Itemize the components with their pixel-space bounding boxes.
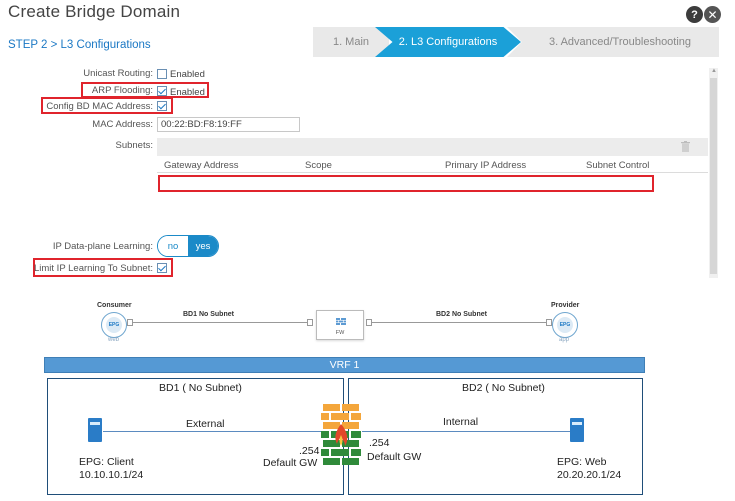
limit-ip-learning-label: Limit IP Learning To Subnet:	[33, 263, 153, 274]
fw-right-port	[366, 319, 372, 326]
toggle-option-no[interactable]: no	[158, 236, 188, 256]
bd1-title: BD1 ( No Subnet)	[159, 382, 242, 394]
limit-ip-learning-highlight	[33, 258, 173, 277]
subnets-header-divider	[157, 172, 708, 173]
firewall-icon	[321, 404, 361, 465]
internal-link	[362, 431, 570, 432]
wizard-step-l3-configurations[interactable]: 2. L3 Configurations	[375, 27, 521, 57]
fw-device-label: FW	[335, 330, 345, 336]
bd1-wire-label: BD1 No Subnet	[183, 311, 234, 318]
bd2-gw-label: Default GW	[367, 451, 422, 463]
wizard-step-advanced[interactable]: 3. Advanced/Troubleshooting	[507, 27, 719, 57]
wizard-step-advanced-label: 3. Advanced/Troubleshooting	[548, 36, 692, 48]
firewall-icon	[336, 318, 346, 325]
provider-epg-name: app	[559, 337, 570, 343]
wizard-step-main[interactable]: 1. Main	[313, 27, 389, 57]
limit-ip-learning-checkbox[interactable]	[157, 263, 167, 273]
web-epg-subnet: 20.20.20.1/24	[557, 469, 622, 481]
consumer-label: Consumer	[97, 302, 132, 309]
mac-address-label: MAC Address:	[92, 119, 153, 130]
bd1-gw-ip: .254	[299, 445, 320, 457]
provider-epg-node[interactable]: EPG	[552, 312, 578, 338]
consumer-epg-icon: EPG	[106, 317, 122, 333]
subnets-col-scope[interactable]: Scope	[305, 160, 332, 171]
subnets-col-subnet-control[interactable]: Subnet Control	[586, 160, 650, 171]
unicast-routing-checkbox[interactable]	[157, 69, 167, 79]
scroll-up-icon[interactable]: ▲	[711, 68, 717, 74]
consumer-epg-name: web	[108, 337, 120, 343]
client-epg-subnet: 10.10.10.1/24	[79, 469, 144, 481]
step-indicator: STEP 2 > L3 Configurations	[8, 39, 151, 51]
unicast-routing-label: Unicast Routing:	[83, 68, 153, 79]
subnets-label: Subnets:	[115, 140, 154, 151]
consumer-port	[127, 319, 133, 326]
config-bd-mac-highlight	[41, 97, 173, 114]
bd2-wire-label: BD2 No Subnet	[436, 311, 487, 318]
form-scrollbar[interactable]: ▲	[709, 68, 718, 278]
provider-epg-icon: EPG	[557, 317, 573, 333]
client-server-icon	[88, 418, 102, 442]
subnets-col-primary-ip[interactable]: Primary IP Address	[445, 160, 527, 171]
ip-dataplane-learning-label: IP Data-plane Learning:	[52, 241, 153, 252]
question-icon[interactable]: ?	[686, 6, 703, 23]
arp-flooding-label: ARP Flooding:	[91, 85, 153, 96]
consumer-epg-node[interactable]: EPG	[101, 312, 127, 338]
bd1-wire	[133, 322, 307, 323]
bd2-title: BD2 ( No Subnet)	[462, 382, 545, 394]
client-epg-name: EPG: Client	[79, 456, 134, 468]
bd2-wire	[372, 322, 547, 323]
scroll-thumb[interactable]	[710, 78, 717, 274]
external-link	[103, 431, 321, 432]
bd2-gw-ip: .254	[369, 437, 390, 449]
subnets-col-gateway[interactable]: Gateway Address	[164, 160, 239, 171]
web-server-icon	[570, 418, 584, 442]
close-icon[interactable]: ✕	[704, 6, 721, 23]
subnets-toolbar	[157, 138, 708, 156]
mac-address-input[interactable]: 00:22:BD:F8:19:FF	[157, 117, 300, 132]
dialog-title: Create Bridge Domain	[8, 2, 181, 21]
arp-flooding-text: Enabled	[170, 87, 205, 98]
wizard-steps: 1. Main 3. Advanced/Troubleshooting 2. L…	[313, 27, 719, 57]
unicast-routing-text: Enabled	[170, 69, 205, 80]
trash-icon[interactable]	[681, 141, 690, 152]
bd1-gw-label: Default GW	[263, 457, 318, 469]
provider-port	[546, 319, 552, 326]
config-bd-mac-checkbox[interactable]	[157, 101, 167, 111]
toggle-option-yes[interactable]: yes	[188, 236, 218, 256]
vrf-bar: VRF 1	[44, 357, 645, 373]
fw-device-node[interactable]: FW	[316, 310, 364, 340]
ip-dataplane-learning-toggle[interactable]: no yes	[157, 235, 219, 257]
config-bd-mac-label: Config BD MAC Address:	[46, 101, 153, 112]
provider-label: Provider	[551, 302, 580, 309]
subnets-empty-highlight	[158, 175, 654, 192]
external-link-label: External	[186, 418, 225, 430]
internal-link-label: Internal	[443, 416, 479, 428]
arp-flooding-checkbox[interactable]	[157, 86, 167, 96]
fw-left-port	[307, 319, 313, 326]
web-epg-name: EPG: Web	[557, 456, 607, 468]
